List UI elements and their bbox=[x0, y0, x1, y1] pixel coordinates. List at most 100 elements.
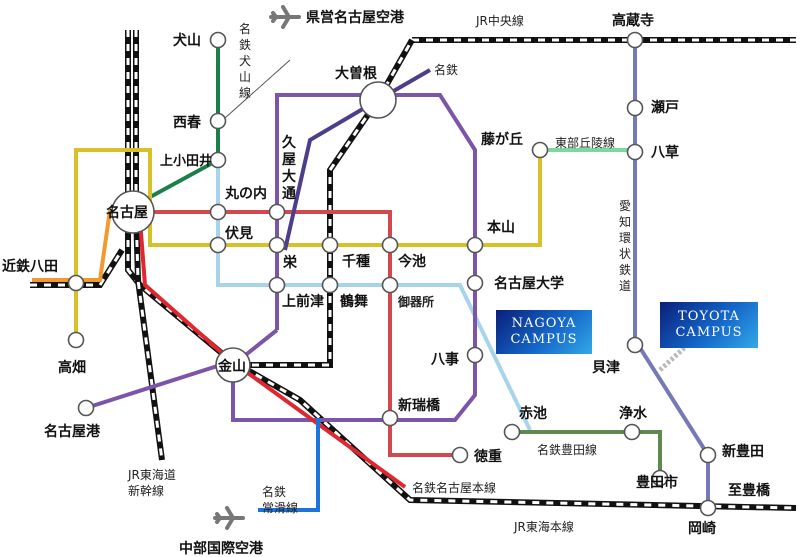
label-tobu-kyuryo: 東部丘陵線 bbox=[555, 135, 615, 150]
meijo-line bbox=[231, 93, 477, 422]
sakuradori-line bbox=[130, 210, 460, 457]
station-yakusa bbox=[626, 143, 644, 161]
label-shintoyota: 新豊田 bbox=[722, 443, 764, 460]
station-sakae bbox=[268, 236, 286, 254]
station-kozoji bbox=[626, 31, 644, 49]
station-shintoyota bbox=[699, 446, 717, 464]
station-nagoya-daigaku bbox=[466, 274, 484, 292]
label-josui: 浄水 bbox=[619, 405, 648, 422]
label-airport-prefectural: 県営名古屋空港 bbox=[306, 9, 405, 26]
stations bbox=[67, 31, 717, 517]
label-fujigaoka: 藤が丘 bbox=[481, 131, 523, 148]
station-okazaki bbox=[699, 499, 717, 517]
station-yagoto bbox=[466, 346, 484, 364]
label-toyotashi: 豊田市 bbox=[636, 474, 678, 491]
label-aichi-kanjo: 愛知環状鉄道 bbox=[619, 199, 631, 293]
label-meitetsu-nagoya-honsen: 名鉄名古屋本線 bbox=[412, 480, 496, 495]
prefectural-airport-leader bbox=[224, 59, 291, 119]
label-imaike: 今池 bbox=[397, 253, 426, 270]
label-hisaya-odori-vertical: 久屋大通 bbox=[281, 134, 297, 202]
label-jr-chuo: JR中央線 bbox=[475, 13, 524, 28]
airplane-icon-prefectural bbox=[269, 5, 301, 29]
label-akaike: 赤池 bbox=[519, 405, 547, 422]
tsurumai-line bbox=[216, 160, 532, 431]
station-kamiotai bbox=[209, 151, 227, 169]
label-kozoji: 高蔵寺 bbox=[612, 12, 654, 29]
station-tokushige bbox=[451, 446, 469, 464]
station-inuyama bbox=[209, 31, 227, 49]
station-gokiso bbox=[381, 276, 399, 294]
nagoya-campus-badge[interactable]: NAGOYA CAMPUS bbox=[496, 310, 592, 354]
station-josui bbox=[623, 423, 641, 441]
jr-shinkansen-line bbox=[133, 30, 165, 461]
station-kintetsu-hatta bbox=[67, 274, 85, 292]
label-toyohashi: 至豊橋 bbox=[728, 482, 771, 499]
station-shinmizuhashi bbox=[381, 409, 399, 427]
nagoya-campus-line1: NAGOYA bbox=[511, 316, 577, 331]
kamiiida-line bbox=[283, 68, 431, 251]
station-ozone bbox=[359, 81, 397, 119]
label-meitetsu: 名鉄 bbox=[434, 62, 458, 77]
station-nagoyako bbox=[77, 399, 95, 417]
station-toyotashi bbox=[651, 469, 669, 487]
label-nagoya-daigaku: 名古屋大学 bbox=[494, 275, 564, 292]
label-kamiotai: 上小田井 bbox=[160, 153, 212, 169]
label-kamimaezu: 上前津 bbox=[282, 293, 324, 310]
station-fujigaoka bbox=[531, 141, 549, 159]
label-seto: 瀬戸 bbox=[651, 99, 679, 116]
station-akaike bbox=[503, 423, 521, 441]
label-nagoyako: 名古屋港 bbox=[44, 423, 101, 440]
label-meitetsu-toyota: 名鉄豊田線 bbox=[537, 442, 597, 457]
label-gokiso: 御器所 bbox=[397, 294, 434, 309]
label-jr-tokaido: JR東海本線 bbox=[513, 519, 574, 534]
toyota-campus-line2: CAMPUS bbox=[675, 325, 743, 340]
label-ozone: 大曽根 bbox=[335, 65, 378, 82]
station-tsurumai bbox=[321, 276, 339, 294]
toyota-campus-line1: TOYOTA bbox=[678, 309, 740, 324]
aichi-kanjo-line bbox=[633, 40, 710, 508]
meitetsu-tokoname-line bbox=[258, 418, 320, 512]
station-nishiharu bbox=[209, 112, 227, 130]
label-okazaki: 岡崎 bbox=[688, 520, 716, 537]
label-sakae: 栄 bbox=[282, 254, 298, 271]
label-meitetsu-inuyama: 名鉄犬山線 bbox=[239, 21, 251, 100]
station-nagoya bbox=[111, 190, 155, 234]
label-nagoya: 名古屋 bbox=[106, 204, 148, 221]
label-shinmizuhashi: 新瑞橋 bbox=[398, 397, 441, 414]
label-kanayama: 金山 bbox=[217, 358, 246, 375]
toyota-campus-link bbox=[658, 336, 697, 372]
label-nishiharu: 西春 bbox=[173, 114, 202, 131]
kamiiida-orange-line bbox=[32, 209, 112, 282]
label-yagoto: 八事 bbox=[430, 351, 459, 368]
airplane-icon-central bbox=[213, 506, 245, 530]
label-meitetsu-tokoname: 名鉄常滑線 bbox=[262, 484, 298, 515]
label-inuyama: 犬山 bbox=[173, 32, 201, 49]
station-seto bbox=[626, 99, 644, 117]
label-chikusa: 千種 bbox=[342, 253, 370, 270]
station-fushimi bbox=[209, 236, 227, 254]
station-kaizu bbox=[626, 336, 644, 354]
label-tsurumai: 鶴舞 bbox=[340, 293, 368, 310]
station-imaike bbox=[381, 236, 399, 254]
station-marunouchi bbox=[209, 203, 227, 221]
label-fushimi: 伏見 bbox=[225, 225, 253, 242]
station-kanayama bbox=[215, 347, 251, 383]
label-takabata: 高畑 bbox=[58, 359, 86, 376]
label-yakusa: 八草 bbox=[650, 144, 679, 161]
toyota-campus-badge[interactable]: TOYOTA CAMPUS bbox=[660, 302, 758, 348]
label-tokushige: 徳重 bbox=[473, 448, 502, 465]
label-motoyama: 本山 bbox=[487, 219, 515, 236]
label-hisaya-odori: 久屋大通 bbox=[281, 134, 297, 202]
kintetsu-line bbox=[30, 248, 125, 288]
label-kintetsu-hatta: 近鉄八田 bbox=[2, 258, 58, 275]
station-kamimaezu bbox=[268, 276, 286, 294]
meiko-line bbox=[85, 360, 231, 410]
label-airport-central: 中部国際空港 bbox=[179, 540, 264, 557]
label-jr-shinkansen: JR東海道新幹線 bbox=[127, 467, 176, 498]
label-marunouchi: 丸の内 bbox=[224, 185, 267, 202]
meitetsu-toyota-line bbox=[512, 430, 662, 475]
station-hisaya-odori bbox=[268, 203, 286, 221]
station-motoyama bbox=[466, 236, 484, 254]
nagoya-campus-line2: CAMPUS bbox=[510, 332, 578, 347]
